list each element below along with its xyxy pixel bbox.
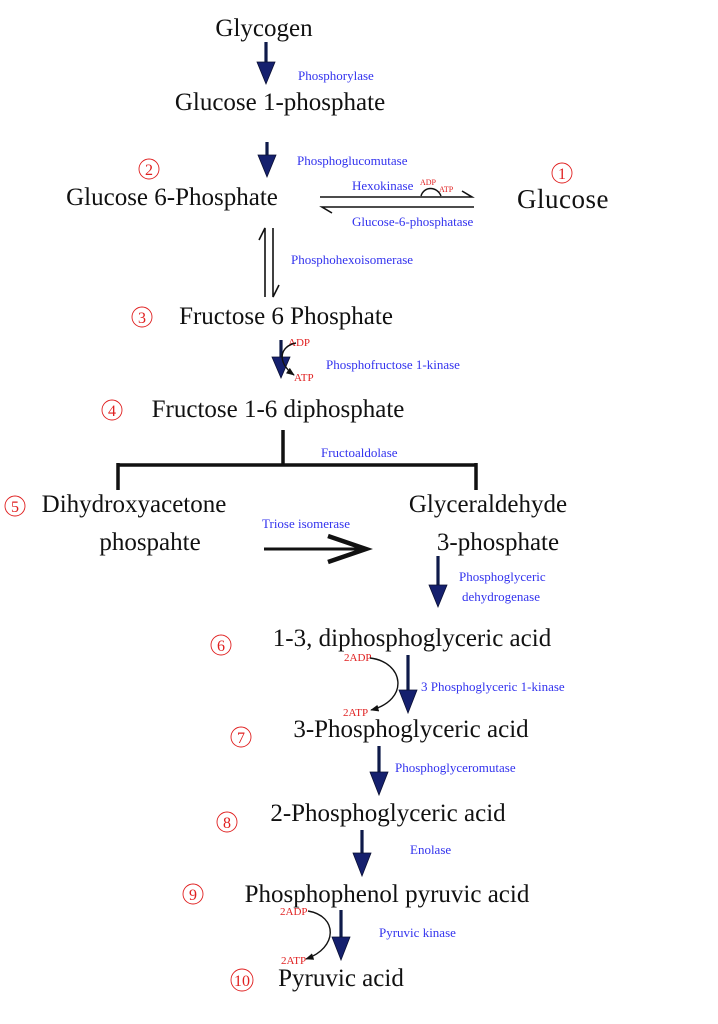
enzyme-hexokinase: Hexokinase (352, 178, 414, 193)
pk-cofactor-curve (305, 910, 331, 960)
metabolite-glyceraldehyde-line1: Glyceraldehyde (409, 491, 567, 518)
step-number-1: 1 (551, 162, 573, 184)
svg-text:1: 1 (558, 166, 566, 183)
enzyme-phosphofructose-1-kinase: Phosphofructose 1-kinase (326, 357, 460, 372)
svg-text:8: 8 (223, 815, 231, 832)
svg-text:9: 9 (189, 887, 197, 904)
arrow-glycogen-to-g1p (256, 42, 276, 86)
metabolite-2-phosphoglyceric-acid: 2-Phosphoglyceric acid (270, 800, 506, 827)
pfk-cofactor-curve (281, 342, 297, 376)
step-number-10: 10 (230, 968, 254, 992)
enzyme-phosphoglyceric-dehydrogenase-line2: dehydrogenase (462, 589, 540, 604)
svg-text:5: 5 (11, 499, 19, 516)
enzyme-enolase: Enolase (410, 842, 451, 857)
enzyme-triose-isomerase: Triose isomerase (262, 516, 350, 531)
cofactor-pgk-2atp: 2ATP (343, 707, 368, 719)
aldolase-split-bracket (116, 430, 478, 490)
metabolite-fructose-6-phosphate: Fructose 6 Phosphate (179, 303, 393, 330)
step-number-2: 2 (138, 158, 160, 180)
step-number-3: 3 (131, 306, 153, 328)
reversible-arrow-g6p-glucose (319, 190, 475, 214)
arrow-13dpg-to-3pg (398, 655, 418, 715)
metabolite-1-3-diphosphoglyceric-acid: 1-3, diphosphoglyceric acid (273, 625, 552, 652)
metabolite-pyruvic-acid: Pyruvic acid (278, 965, 404, 992)
enzyme-phosphorylase: Phosphorylase (298, 68, 374, 83)
metabolite-dihydroxyacetone-line2: phospahte (99, 529, 200, 556)
arrow-gap-to-13dpg (428, 556, 448, 609)
enzyme-phosphoglyceromutase: Phosphoglyceromutase (395, 760, 516, 775)
svg-text:4: 4 (108, 403, 116, 420)
arrow-2pg-to-pep (352, 830, 372, 878)
enzyme-phosphoglucomutase: Phosphoglucomutase (297, 153, 408, 168)
arrow-g1p-to-g6p (257, 142, 277, 179)
enzyme-3-phosphoglyceric-1-kinase: 3 Phosphoglyceric 1-kinase (421, 679, 565, 694)
step-number-8: 8 (216, 811, 238, 833)
cofactor-pk-2atp: 2ATP (281, 955, 306, 967)
cofactor-pfk-atp: ATP (294, 372, 314, 384)
cofactor-pgk-2adp: 2ADP (344, 652, 372, 664)
pgk-cofactor-curve (369, 657, 399, 712)
svg-text:3: 3 (138, 310, 146, 327)
cofactor-pk-2adp: 2ADP (280, 906, 308, 918)
metabolite-phosphophenol-pyruvic-acid: Phosphophenol pyruvic acid (245, 881, 530, 908)
svg-text:7: 7 (237, 730, 245, 747)
metabolite-glucose-1-phosphate: Glucose 1-phosphate (175, 89, 385, 116)
step-number-6: 6 (210, 634, 232, 656)
metabolite-glycogen: Glycogen (215, 15, 313, 42)
arrow-triose-isomerase (264, 533, 373, 565)
cofactor-hexokinase-atp: ATP (439, 185, 454, 194)
svg-text:10: 10 (234, 973, 250, 990)
metabolite-glucose: Glucose (517, 184, 609, 214)
enzyme-pyruvic-kinase: Pyruvic kinase (379, 925, 456, 940)
svg-text:6: 6 (217, 638, 225, 655)
enzyme-phosphoglyceric-dehydrogenase-line1: Phosphoglyceric (459, 569, 546, 584)
arrow-3pg-to-2pg (369, 746, 389, 797)
metabolite-glyceraldehyde-line2: 3-phosphate (437, 529, 559, 556)
metabolite-3-phosphoglyceric-acid: 3-Phosphoglyceric acid (293, 716, 529, 743)
step-number-9: 9 (182, 883, 204, 905)
metabolite-fructose-1-6-diphosphate: Fructose 1-6 diphosphate (152, 396, 405, 423)
enzyme-glucose-6-phosphatase: Glucose-6-phosphatase (352, 214, 474, 229)
hexokinase-cofactor-curve (420, 187, 442, 197)
arrow-pep-to-pyruvate (331, 910, 351, 962)
step-number-5: 5 (4, 495, 26, 517)
step-number-7: 7 (230, 726, 252, 748)
metabolite-dihydroxyacetone-line1: Dihydroxyacetone (42, 491, 227, 518)
svg-text:2: 2 (145, 162, 153, 179)
step-number-4: 4 (101, 399, 123, 421)
cofactor-pfk-adp: ADP (288, 337, 310, 349)
reversible-arrow-g6p-f6p (258, 227, 280, 298)
metabolite-glucose-6-phosphate: Glucose 6-Phosphate (66, 184, 278, 211)
enzyme-fructoaldolase: Fructoaldolase (321, 445, 398, 460)
cofactor-hexokinase-adp: ADP (420, 178, 437, 187)
enzyme-phosphohexoisomerase: Phosphohexoisomerase (291, 252, 413, 267)
